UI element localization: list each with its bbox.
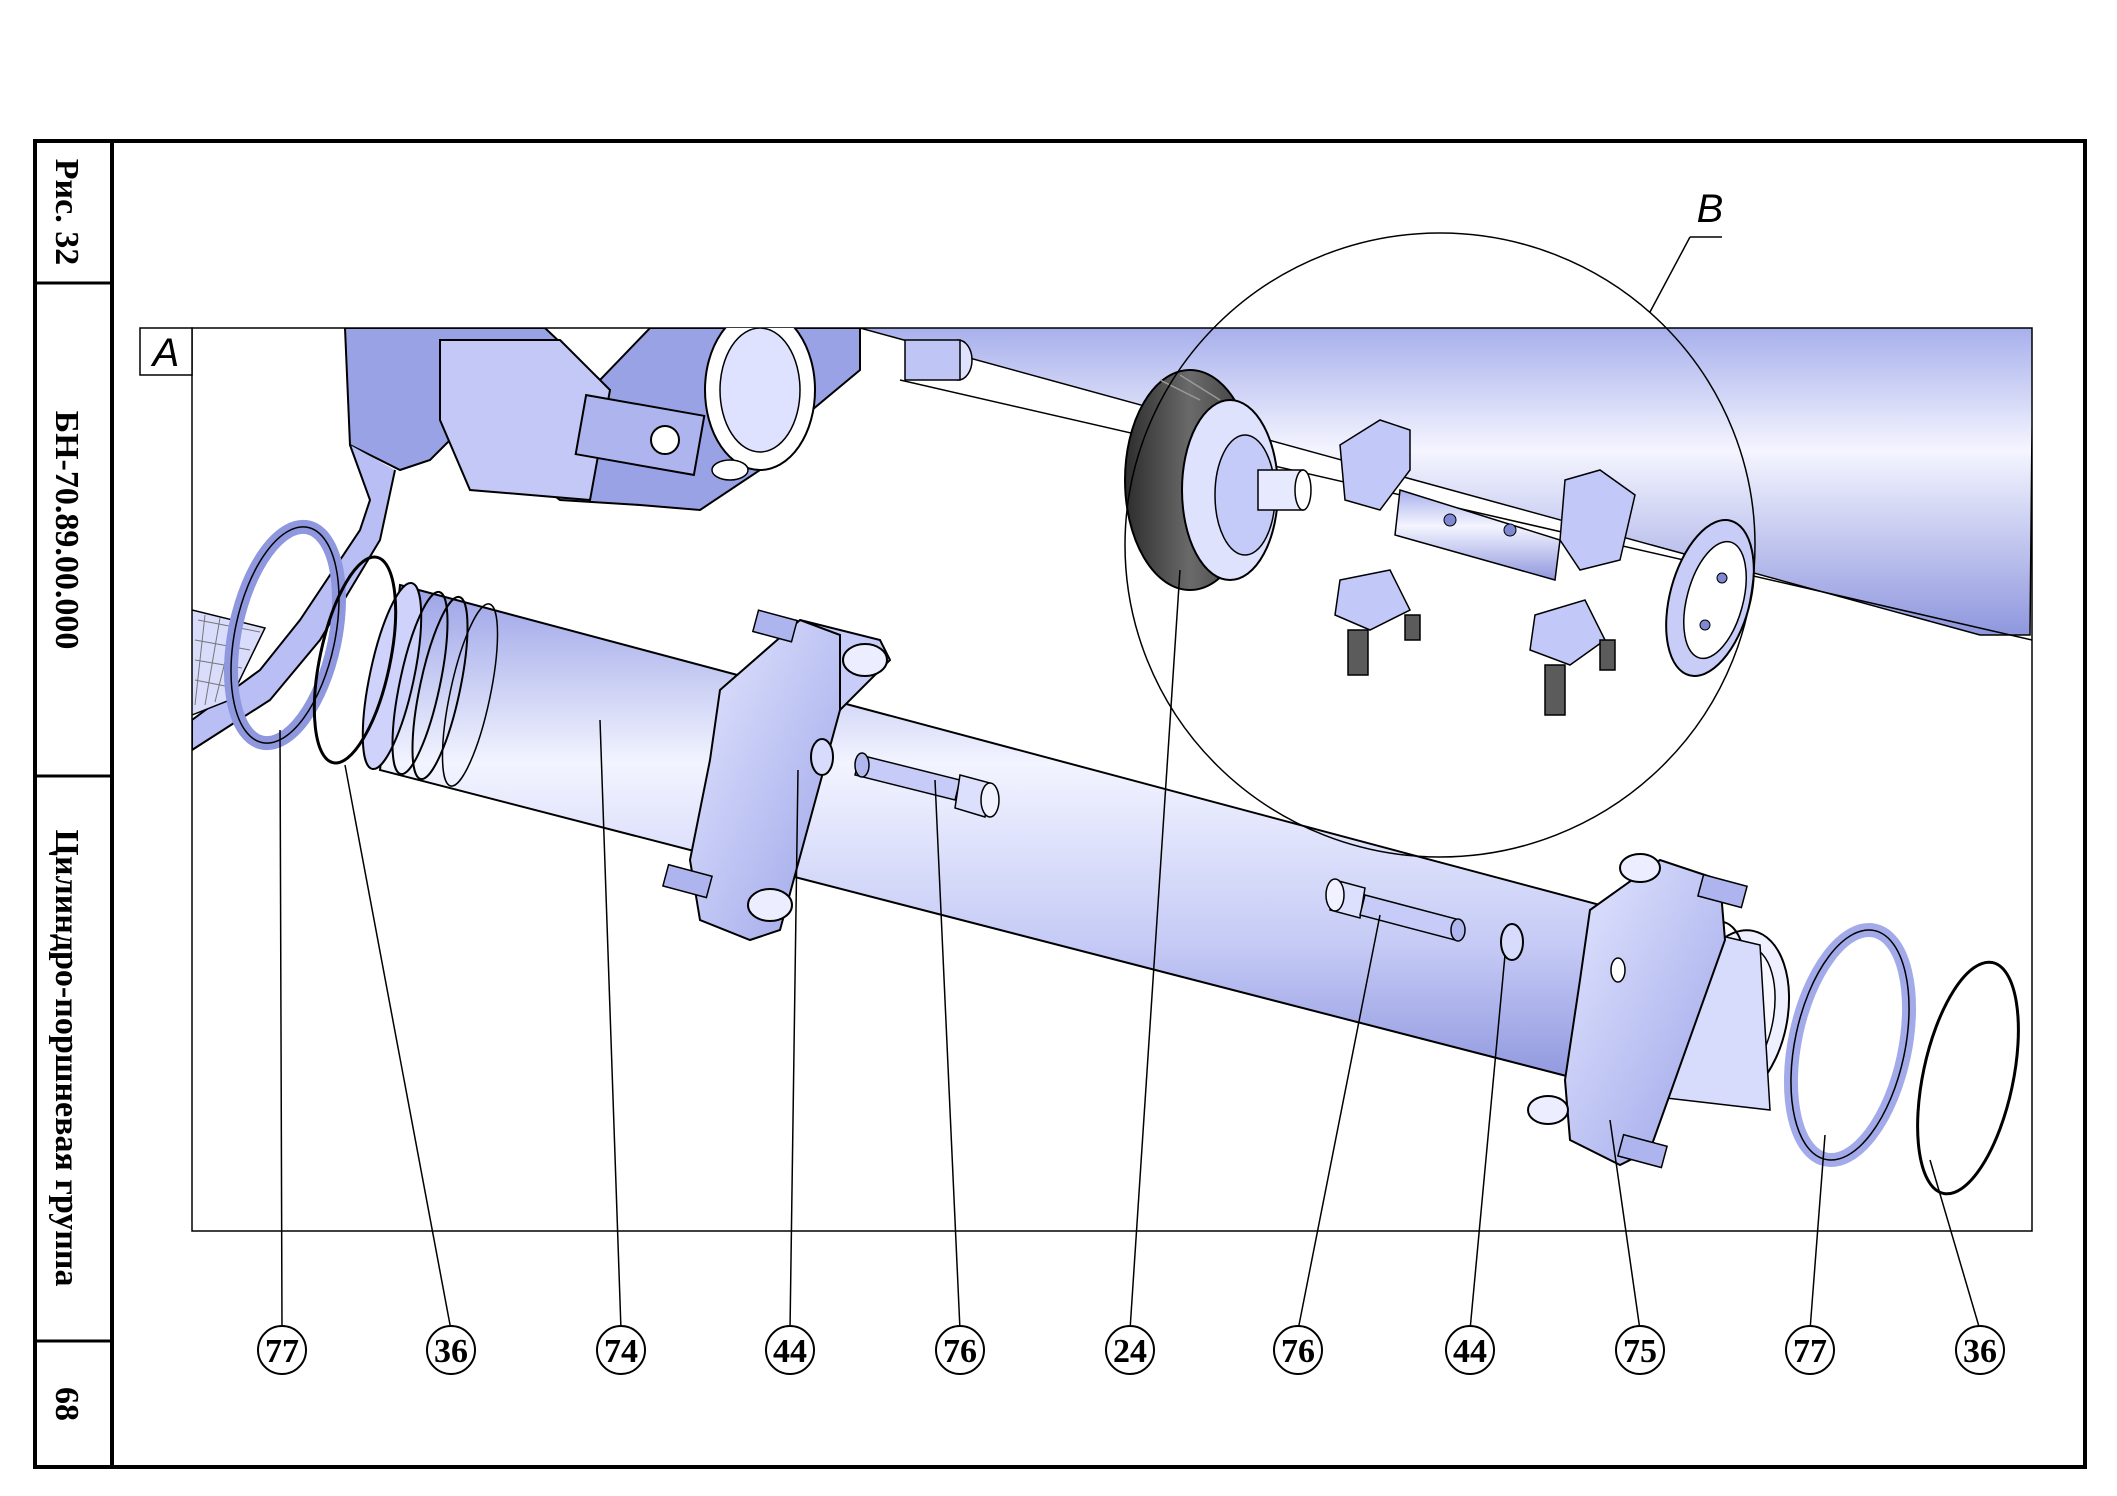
figure-number: Рис. 32 [48, 159, 85, 265]
washer-44-left [810, 738, 834, 776]
callout-label: 36 [434, 1333, 468, 1370]
callout-circle [1105, 1325, 1155, 1375]
callout-circle [1785, 1325, 1835, 1375]
callout-circle [1273, 1325, 1323, 1375]
callout-label: 44 [1453, 1333, 1487, 1370]
view-a-label-box [139, 327, 193, 376]
callout-cylinder: 74 [596, 1325, 646, 1375]
detail-b-label: B [1697, 187, 1724, 231]
callout-circle [1445, 1325, 1495, 1375]
callout-guide-ring: 77 [257, 1325, 307, 1375]
callout-circle [1955, 1325, 2005, 1375]
crosshead-assembly [1334, 419, 1636, 716]
background-rod [859, 328, 2032, 636]
pump-housing [343, 328, 973, 512]
callout-label: 36 [1963, 1333, 1997, 1370]
callout-label: 44 [773, 1333, 807, 1370]
guide-ring-77-right-edge [1790, 929, 1910, 1161]
piston-24 [1124, 369, 1312, 591]
callout-circle [426, 1325, 476, 1375]
washer-44-right [1500, 923, 1524, 961]
stud-76-right [1325, 878, 1466, 942]
callout-label: 74 [604, 1333, 638, 1370]
callout-label: 77 [265, 1333, 299, 1370]
callout-circle [596, 1325, 646, 1375]
guide-ring-77-left-edge [230, 526, 340, 744]
callout-bubbles: 77 36 74 44 76 24 76 44 75 77 36 [257, 1325, 2005, 1375]
callout-label: 76 [943, 1333, 977, 1370]
o-ring-36-right [1916, 960, 2020, 1196]
callout-guide-ring: 77 [1785, 1325, 1835, 1375]
callout-circle [765, 1325, 815, 1375]
detail-b-leader [1649, 236, 1691, 313]
callout-circle [257, 1325, 307, 1375]
flange-right [1527, 853, 1748, 1169]
callout-leaders [279, 569, 1981, 1331]
flange-left [661, 609, 892, 942]
callout-circle [1615, 1325, 1665, 1375]
assembly-view [192, 328, 2032, 1196]
callout-piston: 24 [1105, 1325, 1155, 1375]
o-ring-36-left [312, 555, 398, 765]
callout-label: 24 [1113, 1333, 1147, 1370]
detail-b-circle [1124, 232, 1756, 858]
view-a-label: A [151, 331, 180, 375]
guide-ring-77-right [1783, 922, 1917, 1168]
callout-flange: 75 [1615, 1325, 1665, 1375]
callout-washer: 44 [765, 1325, 815, 1375]
sheet-frame [33, 139, 2087, 1469]
callout-circle [935, 1325, 985, 1375]
callout-o-ring: 36 [426, 1325, 476, 1375]
callout-stud: 76 [935, 1325, 985, 1375]
callout-label: 76 [1281, 1333, 1315, 1370]
callout-washer: 44 [1445, 1325, 1495, 1375]
callout-label: 77 [1793, 1333, 1827, 1370]
page-number: 68 [48, 1387, 85, 1421]
callout-stud: 76 [1273, 1325, 1323, 1375]
drawing-title: Цилиндро-поршневая группа [48, 830, 85, 1287]
stud-76-left [854, 752, 1000, 818]
callout-o-ring: 36 [1955, 1325, 2005, 1375]
document-code: БН-70.89.00.000 [48, 411, 85, 650]
callout-label: 75 [1623, 1333, 1657, 1370]
